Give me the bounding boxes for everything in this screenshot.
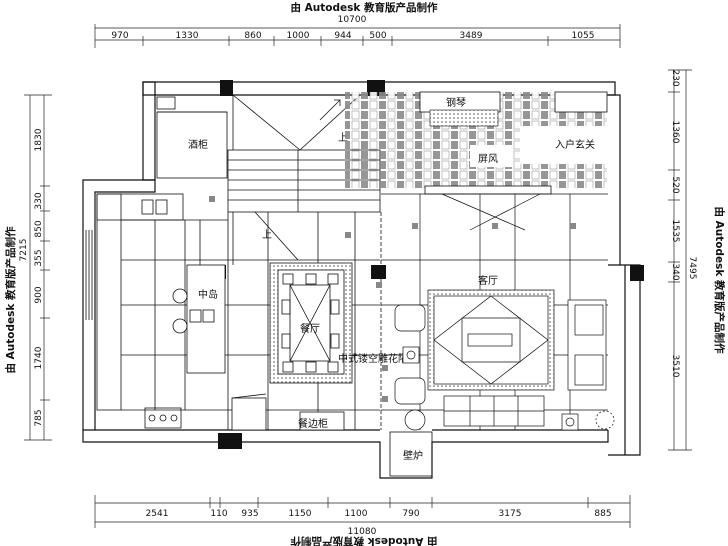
left-dim-6: 1740 bbox=[34, 346, 44, 369]
wine-cabinet-label: 酒柜 bbox=[188, 138, 208, 151]
left-dim-3: 850 bbox=[34, 220, 44, 237]
dining-area bbox=[227, 212, 380, 431]
fireplace-label: 壁炉 bbox=[403, 449, 423, 462]
top-dim-1: 970 bbox=[111, 31, 128, 41]
bottom-dim-3: 935 bbox=[241, 509, 258, 519]
bottom-dim-7: 3175 bbox=[499, 509, 522, 519]
right-dim-4: 1535 bbox=[670, 220, 680, 243]
left-dimension-total: 7215 bbox=[19, 239, 29, 262]
left-dim-5: 900 bbox=[34, 286, 44, 303]
left-dim-2: 330 bbox=[34, 192, 44, 209]
living-area bbox=[381, 193, 615, 431]
piano-label: 钢琴 bbox=[446, 96, 466, 109]
right-dim-5: 340 bbox=[670, 263, 680, 280]
bottom-dim-8: 885 bbox=[594, 509, 611, 519]
bottom-dim-2: 110 bbox=[210, 509, 227, 519]
left-dim-7: 785 bbox=[34, 409, 44, 426]
watermark-top: 由 Autodesk 教育版产品制作 bbox=[290, 1, 438, 14]
left-dim-1: 1830 bbox=[34, 128, 44, 151]
bottom-dim-4: 1150 bbox=[289, 509, 312, 519]
top-dimension-lines bbox=[94, 24, 621, 48]
right-dimension-lines bbox=[668, 69, 692, 451]
island-label: 中岛 bbox=[198, 288, 218, 301]
top-dim-8: 1055 bbox=[572, 31, 595, 41]
bottom-dimension-total: 11080 bbox=[348, 527, 377, 537]
kitchen bbox=[96, 193, 228, 429]
dining-label: 餐厅 bbox=[300, 322, 320, 335]
watermark-left: 由 Autodesk 教育版产品制作 bbox=[4, 226, 17, 374]
bottom-dim-1: 2541 bbox=[146, 509, 169, 519]
sideboard-label: 餐边柜 bbox=[298, 417, 328, 430]
left-window bbox=[85, 230, 93, 320]
top-dim-7: 3489 bbox=[460, 31, 483, 41]
bottom-dimension-lines bbox=[94, 495, 631, 528]
right-dim-3: 520 bbox=[670, 176, 680, 193]
screen-label: 屏风 bbox=[478, 153, 498, 165]
bottom-dim-6: 790 bbox=[402, 509, 419, 519]
top-dim-2: 1330 bbox=[176, 31, 199, 41]
entrance-floor bbox=[345, 91, 608, 195]
watermark-bottom: 由 Autodesk 教育版产品制作 bbox=[290, 535, 438, 546]
floor-markers bbox=[209, 196, 576, 402]
right-dim-6: 3510 bbox=[670, 355, 680, 378]
living-label: 客厅 bbox=[478, 274, 498, 287]
top-dim-6: 500 bbox=[369, 31, 386, 41]
stair-up-arrow-label: 上 bbox=[338, 132, 348, 144]
right-dim-2: 1360 bbox=[670, 121, 680, 144]
watermark-right: 由 Autodesk 教育版产品制作 bbox=[713, 206, 726, 354]
stair-up-label: 上 bbox=[262, 229, 272, 241]
right-dim-1: 230 bbox=[670, 69, 680, 86]
top-dim-5: 944 bbox=[334, 31, 351, 41]
top-dimension-total: 10700 bbox=[338, 15, 367, 25]
top-dim-4: 1000 bbox=[287, 31, 310, 41]
left-dim-4: 355 bbox=[34, 249, 44, 266]
fireplace bbox=[389, 431, 433, 477]
entrance-label: 入户玄关 bbox=[555, 138, 595, 151]
top-dim-3: 860 bbox=[244, 31, 261, 41]
wine-cabinet bbox=[156, 96, 228, 179]
left-dimension-lines bbox=[24, 94, 52, 441]
right-dimension-total: 7495 bbox=[687, 257, 697, 280]
bottom-dim-5: 1100 bbox=[345, 509, 368, 519]
